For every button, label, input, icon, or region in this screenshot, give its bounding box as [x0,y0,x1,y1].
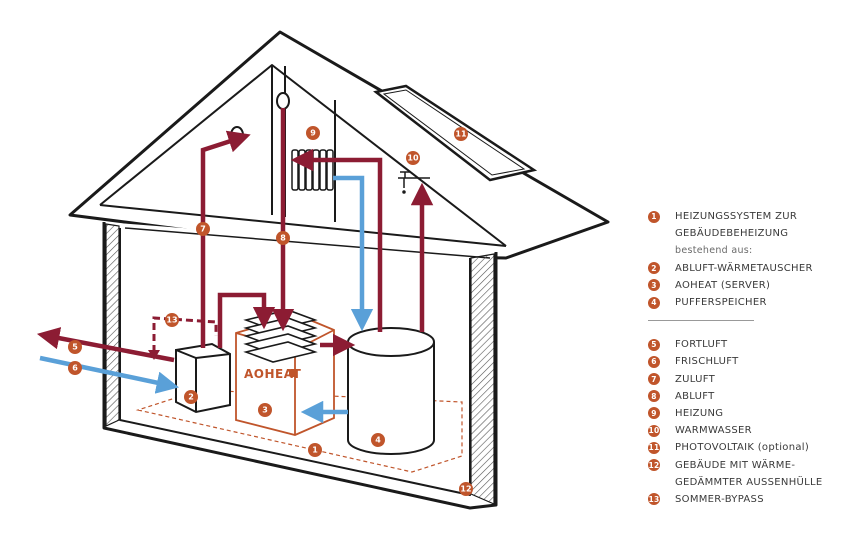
svg-text:10: 10 [407,154,419,163]
legend-label: GEDÄMMTER AUSSENHÜLLE [675,476,823,488]
legend-badge: 1 [648,210,660,223]
summer-bypass-arrow [152,316,218,352]
legend-item-4: 4 PUFFERSPEICHER [648,294,848,311]
legend-item-12: 12 GEBÄUDE MIT WÄRME- [648,456,848,473]
legend-label: ABLUFT-WÄRMETAUSCHER [675,262,813,274]
legend-item-2: 2 ABLUFT-WÄRMETAUSCHER [648,260,848,277]
legend-label: GEBÄUDEBEHEIZUNG [675,228,789,240]
radiator [291,149,334,191]
buffer-tank [347,327,435,455]
water-tap [398,171,430,194]
svg-text:11: 11 [455,130,467,139]
legend-badge: 5 [648,338,660,351]
legend-label: PUFFERSPEICHER [675,297,767,309]
heat-exchanger-box [175,342,231,414]
legend-badge: 4 [648,296,660,309]
legend-divider [648,320,754,322]
svg-text:4: 4 [375,436,381,445]
aoheat-logo: AOHEAT [244,367,302,381]
legend-label: HEIZUNGSSYSTEM ZUR [675,211,798,223]
legend-item-10: 10 WARMWASSER [648,422,848,439]
svg-text:9: 9 [310,129,316,138]
legend-badge: 7 [648,373,660,386]
legend-badge: 13 [648,493,660,506]
legend-item-8: 8 ABLUFT [648,388,848,405]
legend-label-continuation: GEBÄUDEBEHEIZUNG [648,225,848,242]
badge-10: 10 [406,151,420,165]
svg-text:6: 6 [72,364,78,373]
insulation-walls [105,223,495,505]
legend-badge: 3 [648,279,660,292]
legend-badge: 6 [648,355,660,368]
legend-item-7: 7 ZULUFT [648,371,848,388]
legend-label: FORTLUFT [675,339,728,351]
badge-9: 9 [306,126,320,140]
badge-12: 12 [459,482,473,496]
badge-3: 3 [258,403,272,417]
legend-label: WARMWASSER [675,425,752,437]
badge-4: 4 [371,433,385,447]
legend-sub-text: bestehend aus: [675,245,753,257]
legend-label: SOMMER-BYPASS [675,493,764,505]
badge-1: 1 [308,443,322,457]
svg-text:7: 7 [200,225,206,234]
summer-bypass-head [148,350,160,360]
badge-8: 8 [276,231,290,245]
badge-13: 13 [165,313,179,327]
legend-badge: 8 [648,390,660,403]
legend-sub-label: bestehend aus: [648,242,848,259]
legend: 1 HEIZUNGSSYSTEM ZUR GEBÄUDEBEHEIZUNG be… [648,208,848,508]
legend-label: FRISCHLUFT [675,356,739,368]
badge-11: 11 [454,127,468,141]
callout-badges: 1 2 3 4 5 6 7 8 9 10 11 12 13 [68,126,473,496]
airflow-arrows-red [36,108,434,363]
legend-badge: 11 [648,441,660,454]
legend-badge: 2 [648,262,660,275]
airflow-arrows-blue [39,175,374,424]
legend-item-6: 6 FRISCHLUFT [648,353,848,370]
svg-text:3: 3 [262,406,268,415]
legend-item-3: 3 AOHEAT (SERVER) [648,277,848,294]
badge-5: 5 [68,340,82,354]
house-outline [68,30,610,510]
svg-text:8: 8 [280,234,286,243]
legend-item-1: 1 HEIZUNGSSYSTEM ZUR [648,208,848,225]
legend-item-13: 13 SOMMER-BYPASS [648,491,848,508]
legend-label: GEBÄUDE MIT WÄRME- [675,459,796,471]
svg-text:5: 5 [72,343,78,352]
aoheat-fins [243,309,318,363]
legend-badge: 12 [648,459,660,472]
legend-label: PHOTOVOLTAIK (optional) [675,442,810,454]
badge-2: 2 [184,390,198,404]
legend-item-11: 11 PHOTOVOLTAIK (optional) [648,439,848,456]
aoheat-logo-mark [289,369,297,377]
legend-label: ABLUFT [675,390,715,402]
legend-item-5: 5 FORTLUFT [648,336,848,353]
legend-label: ZULUFT [675,373,716,385]
svg-text:12: 12 [460,485,471,494]
svg-text:13: 13 [166,316,177,325]
legend-label: AOHEAT (SERVER) [675,279,771,291]
legend-badge: 10 [648,424,660,437]
legend-label-continuation: GEDÄMMTER AUSSENHÜLLE [648,474,848,491]
badge-6: 6 [68,361,82,375]
svg-text:2: 2 [188,393,194,402]
svg-text:1: 1 [312,446,318,455]
legend-label: HEIZUNG [675,407,724,419]
legend-badge: 9 [648,407,660,420]
legend-item-9: 9 HEIZUNG [648,405,848,422]
badge-7: 7 [196,222,210,236]
